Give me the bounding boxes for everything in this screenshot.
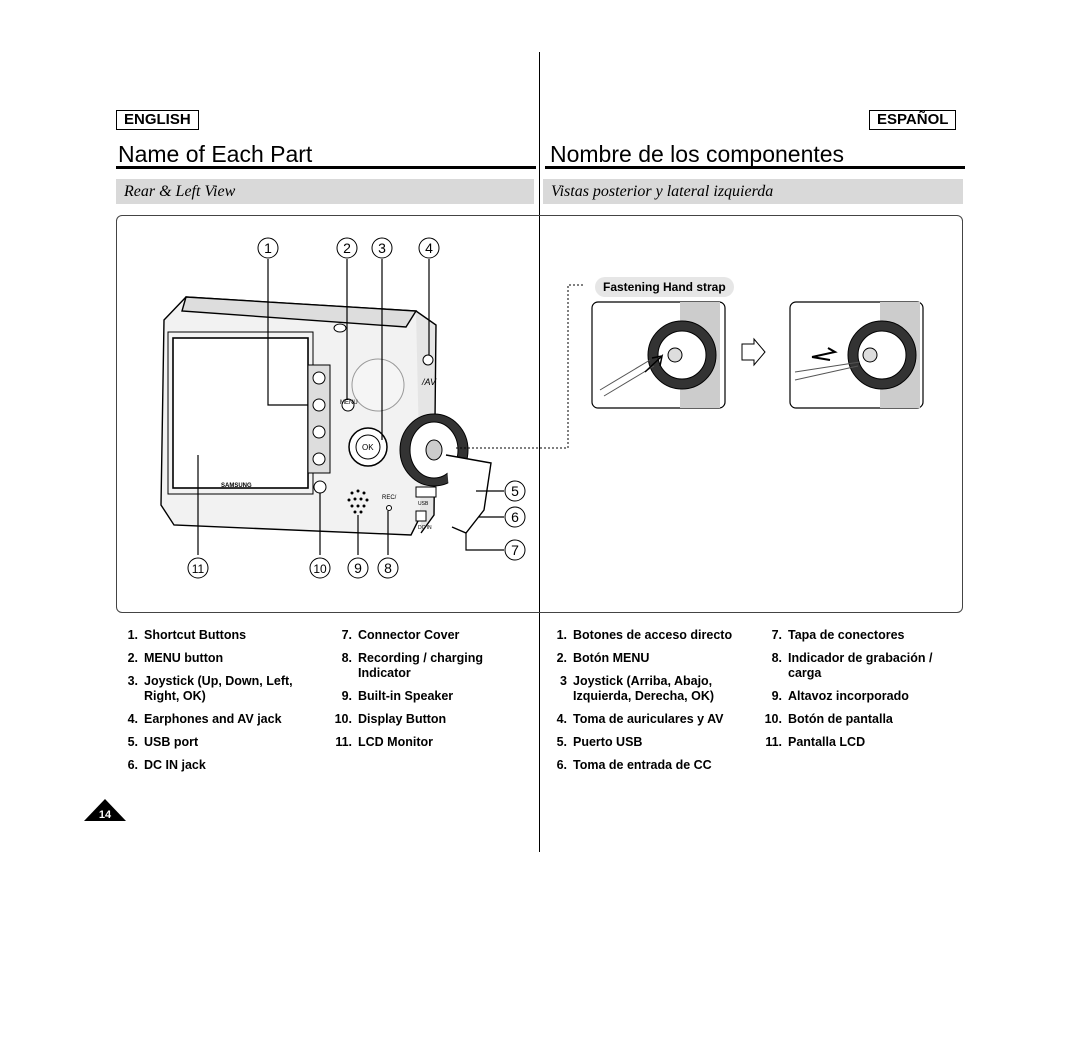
- figure-box: [116, 215, 963, 613]
- list-item: 10.Botón de pantalla: [764, 712, 893, 726]
- spanish-subtitle-bar: Vistas posterior y lateral izquierda: [543, 179, 963, 204]
- speaker-grille: [347, 489, 369, 514]
- svg-text:9: 9: [354, 560, 362, 576]
- shortcut-buttons-strip: [307, 364, 331, 474]
- list-item: 3.Joystick (Up, Down, Left, Right, OK): [127, 674, 293, 703]
- list-item: 8.Indicador de grabación / carga: [771, 651, 933, 680]
- page-number-badge: 14: [84, 799, 126, 821]
- callout-leader-lines: [197, 259, 504, 555]
- callout-6: 6: [504, 506, 526, 528]
- column-divider: [539, 52, 540, 852]
- av-jack: [422, 354, 434, 366]
- shortcut-buttons: [312, 371, 326, 466]
- strap-panel-after: [789, 301, 924, 409]
- list-item: 1.Shortcut Buttons: [127, 628, 247, 642]
- english-page-title: Name of Each Part: [118, 141, 313, 167]
- callout-9: 9: [347, 557, 369, 579]
- page-number: 14: [99, 809, 112, 821]
- camera-dcin-label: DC IN: [418, 525, 432, 531]
- mode-circle: [351, 358, 405, 412]
- camera-av-label: /AV: [421, 377, 437, 387]
- rec-indicator: [386, 505, 392, 511]
- list-item: 10.Display Button: [334, 712, 447, 726]
- camera-usb-label: USB: [418, 501, 429, 507]
- english-language-label: ENGLISH: [116, 110, 199, 130]
- svg-text:3: 3: [378, 240, 386, 256]
- callout-1: 1: [257, 237, 279, 259]
- list-item: 7.Connector Cover: [341, 628, 460, 642]
- callout-numbers: 1 2 3 4 5 6 7 8 9 10 11: [187, 237, 526, 579]
- list-item: 9.Built-in Speaker: [341, 689, 454, 703]
- list-item: 5.Puerto USB: [556, 735, 643, 749]
- list-item: 9.Altavoz incorporado: [771, 689, 909, 703]
- dc-in-jack: [415, 510, 427, 522]
- usb-port: [415, 486, 437, 498]
- camera-rec-label: REC/: [382, 495, 397, 501]
- spanish-language-label: ESPAÑOL: [869, 110, 957, 130]
- power-button: [333, 323, 347, 333]
- hand-strap-label: Fastening Hand strap: [595, 277, 734, 297]
- callout-10: 10: [309, 557, 331, 579]
- callout-4: 4: [418, 237, 440, 259]
- svg-text:7: 7: [511, 542, 519, 558]
- svg-text:2: 2: [343, 240, 351, 256]
- svg-text:10: 10: [313, 562, 327, 576]
- callout-8: 8: [377, 557, 399, 579]
- camera-menu-label: MENU: [340, 400, 358, 406]
- camera-brand-label: SAMSUNG: [221, 483, 252, 489]
- list-item: 6.Toma de entrada de CC: [556, 758, 712, 772]
- strap-dotted-leader: [456, 284, 584, 449]
- spanish-list-col-a: 1.Botones de acceso directo 2.Botón MENU…: [545, 628, 745, 781]
- svg-text:4: 4: [425, 240, 433, 256]
- list-item: 2.Botón MENU: [556, 651, 650, 665]
- list-item: 4.Toma de auriculares y AV: [556, 712, 724, 726]
- connector-cover: [445, 454, 492, 534]
- list-item: 1.Botones de acceso directo: [556, 628, 733, 642]
- callout-5: 5: [504, 480, 526, 502]
- camera-diagram: SAMSUNG MENU OK /AV REC/ USB DC IN: [160, 259, 584, 555]
- callout-11: 11: [187, 557, 209, 579]
- strap-arrow-icon: [741, 337, 766, 367]
- list-item: 11.LCD Monitor: [335, 735, 433, 749]
- menu-button: [341, 398, 355, 412]
- svg-text:11: 11: [192, 562, 205, 576]
- spanish-list-col-b: 7.Tapa de conectores 8.Indicador de grab…: [760, 628, 965, 758]
- english-title-rule: [116, 166, 536, 169]
- list-item: 11.Pantalla LCD: [765, 735, 866, 749]
- list-item: 8.Recording / charging Indicator: [341, 651, 484, 680]
- camera-ok-label: OK: [362, 443, 374, 452]
- callout-7: 7: [504, 539, 526, 561]
- strap-panel-before: [591, 301, 726, 409]
- callout-2: 2: [336, 237, 358, 259]
- svg-text:1: 1: [264, 240, 272, 256]
- spanish-page-title: Nombre de los componentes: [550, 141, 845, 167]
- callout-3: 3: [371, 237, 393, 259]
- list-item: 4.Earphones and AV jack: [127, 712, 282, 726]
- svg-text:6: 6: [511, 509, 519, 525]
- hand-strap-panels: [591, 301, 924, 409]
- list-item: 6.DC IN jack: [127, 758, 206, 772]
- english-list-col-b: 7.Connector Cover 8.Recording / charging…: [330, 628, 530, 758]
- list-item: 7.Tapa de conectores: [771, 628, 905, 642]
- svg-text:8: 8: [384, 560, 392, 576]
- spanish-title-rule: [545, 166, 965, 169]
- english-list-col-a: 1.Shortcut Buttons 2.MENU button 3.Joyst…: [116, 628, 316, 781]
- list-item: 5.USB port: [127, 735, 199, 749]
- svg-text:5: 5: [511, 483, 519, 499]
- list-item: 2.MENU button: [127, 651, 224, 665]
- english-subtitle-bar: Rear & Left View: [116, 179, 534, 204]
